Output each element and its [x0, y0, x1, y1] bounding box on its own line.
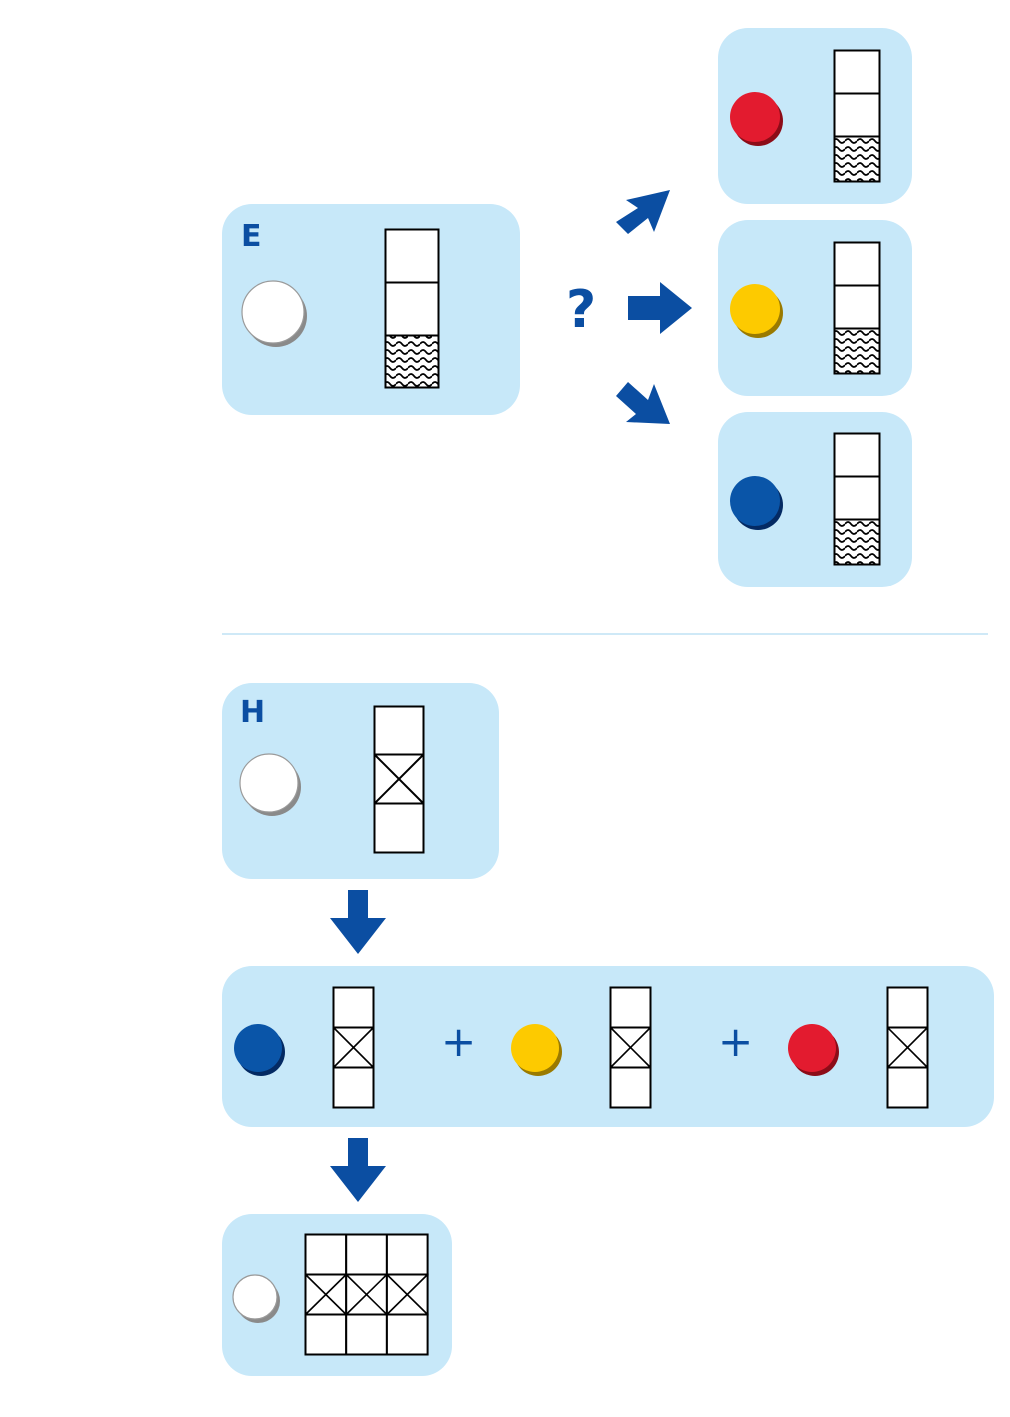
section-label-e: E: [241, 219, 262, 254]
crossed-column-icon: [332, 986, 375, 1109]
arrow-up-right-icon: [616, 190, 670, 234]
yellow-disc-icon: [511, 1024, 562, 1076]
red-disc-icon: [788, 1024, 839, 1076]
arrow-down-icon: [330, 1138, 386, 1202]
crossed-grid-icon: [304, 1233, 429, 1356]
blue-disc-icon: [730, 476, 783, 530]
section-divider: [222, 633, 988, 635]
white-disc-icon: [232, 1274, 280, 1323]
wavy-column-icon: [833, 49, 881, 183]
section-label-h: H: [240, 695, 266, 730]
red-disc-icon: [730, 92, 783, 146]
arrow-down-right-icon: [616, 382, 670, 424]
crossed-column-icon: [373, 705, 425, 854]
white-disc-icon: [241, 280, 307, 347]
arrow-down-icon: [330, 890, 386, 954]
question-mark: ?: [566, 280, 597, 340]
wavy-column-icon: [384, 228, 440, 389]
plus-sign: +: [718, 1017, 754, 1066]
wavy-column-icon: [833, 241, 881, 375]
crossed-column-icon: [609, 986, 652, 1109]
white-disc-icon: [239, 753, 301, 816]
crossed-column-icon: [886, 986, 929, 1109]
blue-disc-icon: [234, 1024, 285, 1076]
wavy-column-icon: [833, 432, 881, 566]
plus-sign: +: [441, 1017, 477, 1066]
yellow-disc-icon: [730, 284, 783, 338]
arrow-right-icon: [628, 282, 692, 334]
